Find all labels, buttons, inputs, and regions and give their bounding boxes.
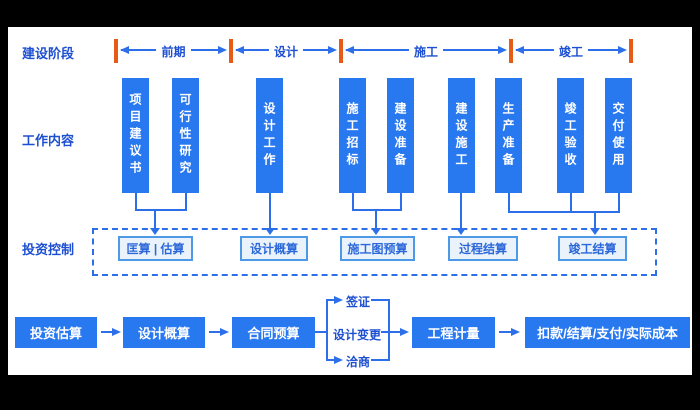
branch-line — [326, 299, 328, 361]
branch-line — [315, 331, 327, 333]
arrow-right-icon — [328, 46, 337, 54]
connector-line — [154, 210, 156, 229]
flow-box-settlement-payment-cost: 扣款/结算/支付/实际成本 — [525, 317, 690, 348]
connector-line — [269, 193, 271, 229]
branch-line — [381, 331, 390, 333]
connector-line — [508, 211, 620, 213]
connector-line — [375, 210, 377, 229]
control-box-process-settlement: 过程结算 — [448, 236, 518, 261]
arrow-right-icon — [218, 46, 227, 54]
connector-line — [618, 193, 620, 213]
branch-line — [390, 331, 401, 333]
flow-box-design-budget: 设计概算 — [123, 317, 205, 348]
connector-line — [594, 212, 596, 229]
connector-line — [352, 193, 354, 211]
phase-segment: 设计 — [233, 43, 339, 61]
arrow-right-icon — [498, 46, 507, 54]
flow-arrow-line — [499, 331, 512, 333]
control-box-rough-estimate: 匡算 | 估算 — [118, 236, 193, 261]
arrow-down-icon — [150, 228, 160, 235]
phase-label: 设计 — [268, 43, 303, 60]
work-bar-handover: 交付使用 — [605, 78, 632, 193]
row-label-work: 工作内容 — [22, 133, 75, 148]
control-box-drawing-budget: 施工图预算 — [340, 236, 415, 261]
arrow-down-icon — [456, 228, 466, 235]
branch-line — [388, 299, 390, 361]
phase-divider — [114, 39, 118, 63]
connector-line — [400, 193, 402, 211]
branch-line — [371, 359, 389, 361]
branch-label-design-change: 设计变更 — [333, 328, 382, 342]
phase-segment: 竣工 — [513, 43, 629, 61]
connector-line — [135, 193, 137, 211]
phase-divider — [229, 39, 233, 63]
branch-label-visa: 签证 — [346, 295, 371, 309]
phase-label: 前期 — [156, 43, 191, 60]
branch-line — [328, 299, 335, 301]
work-bar-project-proposal: 项目建议书 — [122, 78, 149, 193]
work-bar-design-work: 设计工作 — [256, 78, 283, 193]
phase-label: 竣工 — [553, 43, 588, 60]
phase-segment: 前期 — [118, 43, 229, 61]
work-bar-construction: 建设施工 — [448, 78, 475, 193]
arrow-right-icon — [618, 46, 627, 54]
arrow-right-icon — [334, 356, 343, 364]
control-box-design-budget: 设计概算 — [240, 236, 308, 261]
arrow-right-icon — [511, 328, 520, 336]
work-bar-construction-prep: 建设准备 — [387, 78, 414, 193]
connector-line — [135, 209, 187, 211]
branch-line — [371, 299, 389, 301]
arrow-down-icon — [371, 228, 381, 235]
arrow-right-icon — [220, 328, 229, 336]
arrow-left-icon — [515, 46, 524, 54]
connector-line — [352, 209, 402, 211]
flow-box-engineering-measurement: 工程计量 — [412, 317, 495, 348]
branch-label-negotiation: 洽商 — [346, 355, 371, 369]
phase-divider — [339, 39, 343, 63]
phase-divider — [509, 39, 513, 63]
branch-line — [328, 359, 335, 361]
connector-line — [185, 193, 187, 211]
work-bar-completion-acceptance: 竣工验收 — [557, 78, 584, 193]
arrow-left-icon — [345, 46, 354, 54]
connector-line — [460, 193, 462, 229]
work-bar-production-prep: 生产准备 — [495, 78, 522, 193]
work-bar-feasibility-study: 可行性研究 — [172, 78, 199, 193]
phase-label: 施工 — [408, 43, 443, 60]
arrow-left-icon — [235, 46, 244, 54]
flow-arrow-line — [101, 331, 113, 333]
connector-line — [508, 193, 510, 213]
phase-segment: 施工 — [343, 43, 509, 61]
flow-box-contract-budget: 合同预算 — [232, 317, 315, 348]
row-label-control: 投资控制 — [22, 242, 75, 257]
control-box-final-settlement: 竣工结算 — [558, 236, 627, 261]
phase-divider — [629, 39, 633, 63]
connector-line — [570, 193, 572, 213]
arrow-right-icon — [112, 328, 121, 336]
work-bar-construction-bidding: 施工招标 — [339, 78, 366, 193]
arrow-down-icon — [590, 228, 600, 235]
arrow-right-icon — [334, 296, 343, 304]
arrow-left-icon — [120, 46, 129, 54]
arrow-down-icon — [265, 228, 275, 235]
investment-control-region — [92, 228, 657, 276]
flow-box-investment-estimate: 投资估算 — [15, 317, 97, 348]
flow-arrow-line — [209, 331, 221, 333]
row-label-phase: 建设阶段 — [22, 46, 75, 61]
arrow-right-icon — [400, 328, 409, 336]
